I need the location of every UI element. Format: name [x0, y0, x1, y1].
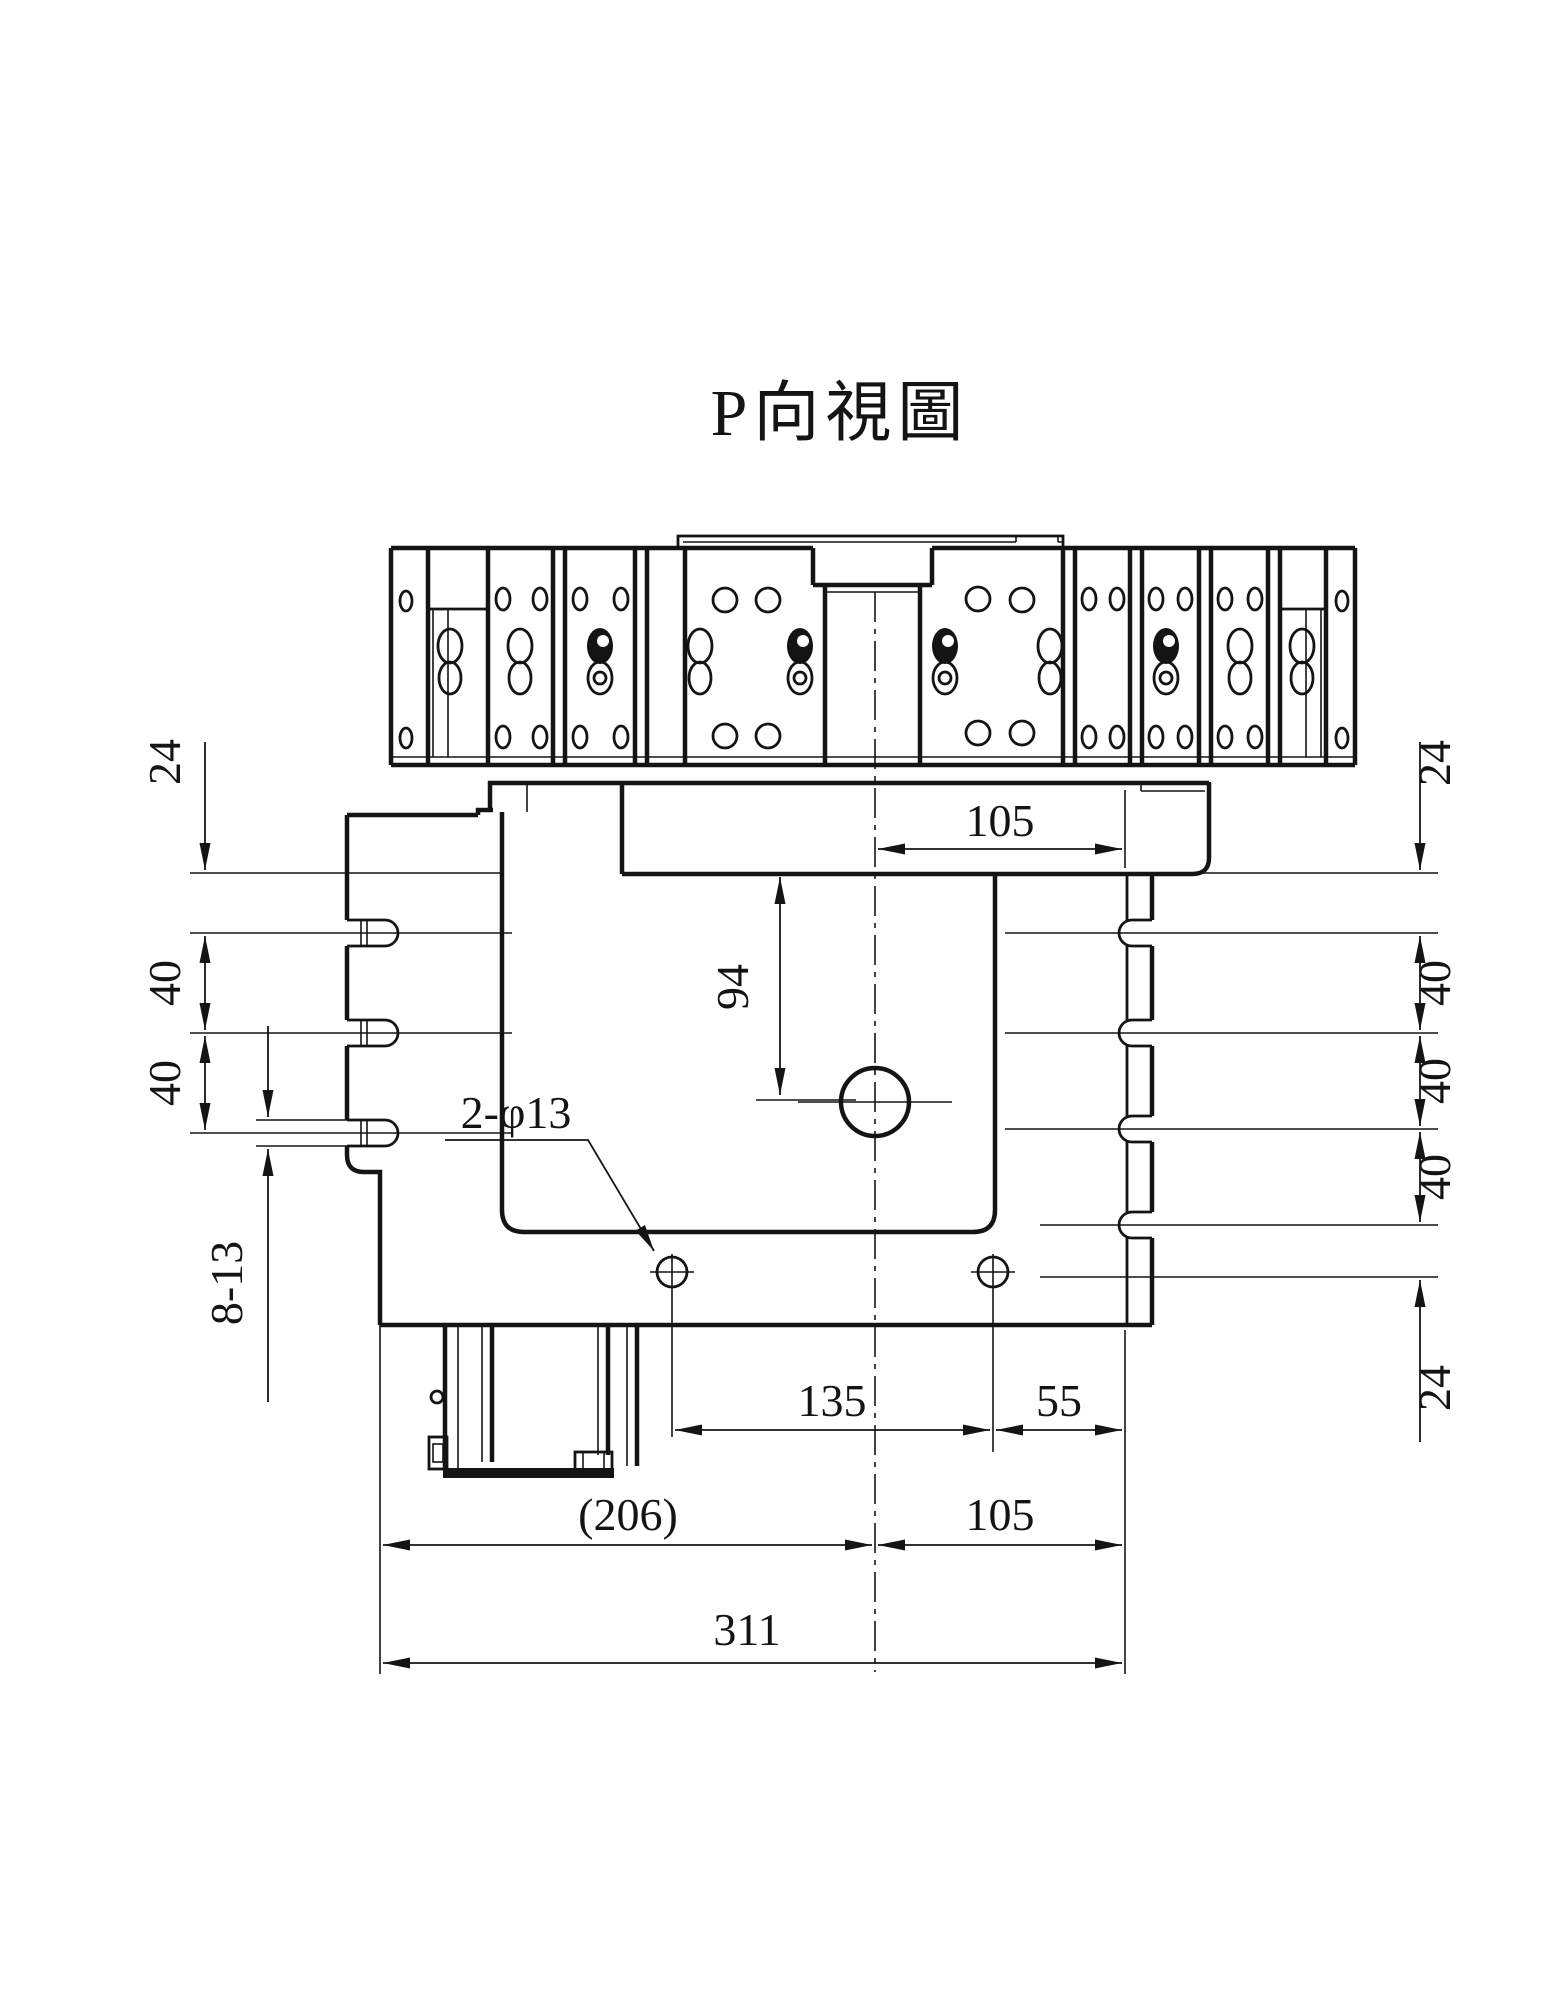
turret-center-recess	[813, 582, 932, 765]
motor-bracket	[427, 1325, 640, 1478]
dim-94: 94	[707, 964, 758, 1010]
turret-notch-right	[1280, 607, 1326, 757]
dim-206: (206)	[578, 1489, 678, 1540]
dim-slot-8-13: 8-13	[201, 1241, 252, 1325]
bracket-base-plate	[443, 1468, 614, 1478]
turret-block-edges	[388, 548, 1358, 765]
phi13-holes	[650, 1255, 1015, 1289]
view-title: P向視圖	[711, 377, 970, 450]
bracket-lug-left	[427, 1435, 449, 1471]
left-edge	[344, 815, 383, 1325]
dimension-94: 94	[707, 877, 856, 1101]
center-pocket	[499, 812, 998, 1235]
dimension-right-chain: 24 40 40 40 24	[1409, 740, 1460, 1442]
dim-right-40c: 40	[1409, 1154, 1460, 1200]
dim-135: 135	[798, 1375, 867, 1426]
back-plate-seam	[683, 536, 1063, 543]
turret-mount-holes	[494, 585, 1264, 750]
dim-left-40b: 40	[139, 1060, 190, 1106]
left-slot-centerlines	[190, 932, 512, 1147]
right-slot-centerlines	[1005, 872, 1438, 1278]
turret-assembly	[388, 534, 1358, 768]
right-t-slots	[1117, 918, 1152, 1240]
bracket-pin	[429, 1389, 445, 1405]
dim-right-24-top: 24	[1409, 740, 1460, 786]
dim-left-40a: 40	[139, 960, 190, 1006]
bracket-lug-mid	[573, 1450, 614, 1472]
dim-left-24: 24	[139, 739, 190, 785]
dim-55: 55	[1036, 1375, 1082, 1426]
end-cap-holes	[398, 589, 1350, 750]
dimension-311: 311	[383, 1604, 1122, 1669]
left-top-face	[347, 807, 493, 818]
dim-right-40a: 40	[1409, 960, 1460, 1006]
hole-callout: 2-φ13	[445, 1087, 655, 1252]
adapter-plate	[487, 780, 1212, 877]
dimension-slot-width: 8-13	[201, 1026, 274, 1402]
dimension-top-105: 105	[878, 790, 1126, 868]
turret-bolt-pairs	[436, 627, 1316, 696]
callout-2-phi13: 2-φ13	[461, 1087, 572, 1138]
dim-105-bottom: 105	[966, 1489, 1035, 1540]
turret-notch-left	[428, 607, 488, 757]
dim-top-105: 105	[966, 795, 1035, 846]
dim-right-40b: 40	[1409, 1058, 1460, 1104]
dim-right-24-bottom: 24	[1409, 1365, 1460, 1411]
main-body	[190, 592, 1438, 1672]
dimension-206-105: (206) 105	[383, 1489, 1122, 1551]
dim-311: 311	[713, 1604, 780, 1655]
dimension-left-chain: 24 40 40	[139, 739, 211, 1130]
dimension-135-55: 135 55	[379, 1178, 1126, 1674]
